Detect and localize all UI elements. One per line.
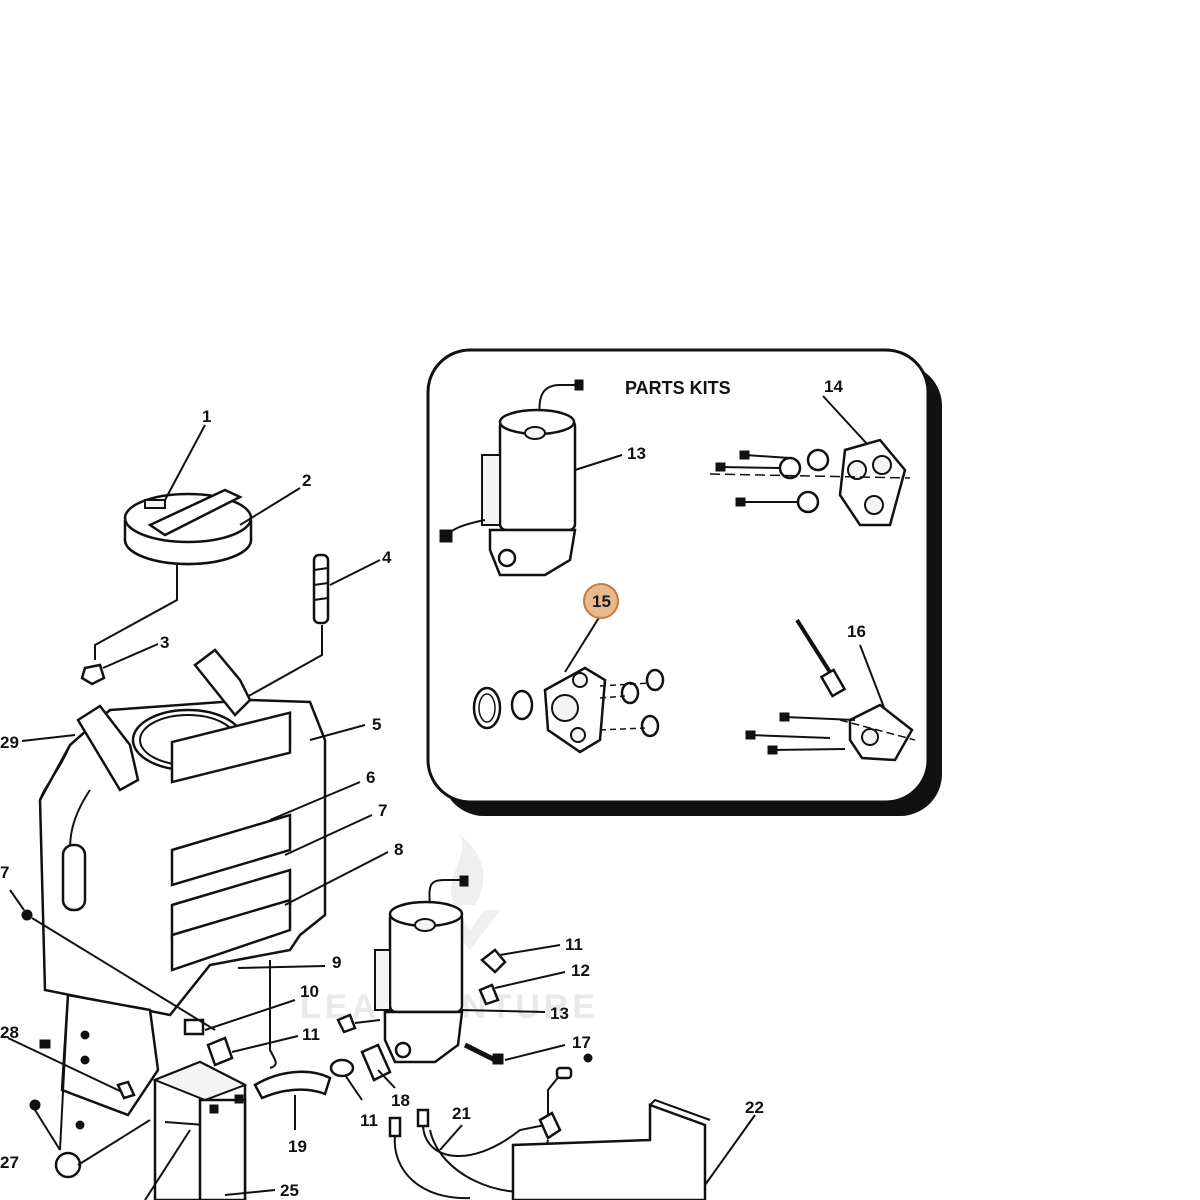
battery-box: 25 xyxy=(144,1060,299,1200)
callout-18: 18 xyxy=(391,1091,410,1110)
outlet-fittings: 11 12 xyxy=(478,935,590,1006)
inlet-strainer: 18 11 xyxy=(329,1043,410,1130)
kit-mount-plate: 14 xyxy=(709,377,911,527)
main-pump-motor: 13 xyxy=(336,875,569,1064)
callout-19: 19 xyxy=(288,1137,307,1156)
callout-13-main: 13 xyxy=(550,1004,569,1023)
fittings-under-tank: 9 10 11 19 xyxy=(183,953,341,1156)
callout-17: 17 xyxy=(572,1033,591,1052)
callout-11-a: 11 xyxy=(302,1025,320,1044)
callout-7-left: 7 xyxy=(0,863,9,882)
callout-28: 28 xyxy=(0,1023,19,1042)
callout-11-b: 11 xyxy=(565,935,583,954)
callout-16: 16 xyxy=(847,622,866,641)
tank-lid: 1 2 xyxy=(94,407,311,660)
bracket-22: 22 xyxy=(511,1098,764,1200)
callout-12: 12 xyxy=(571,961,590,980)
kit-pump-head: 15 xyxy=(472,583,665,754)
callout-29: 29 xyxy=(0,733,19,752)
callout-9: 9 xyxy=(332,953,341,972)
callout-8: 8 xyxy=(394,840,403,859)
callout-10: 10 xyxy=(300,982,319,1001)
part-nut-3: 3 xyxy=(80,633,169,686)
callout-14: 14 xyxy=(824,377,843,396)
callout-21: 21 xyxy=(452,1104,471,1123)
callout-4: 4 xyxy=(382,548,392,567)
callout-25: 25 xyxy=(280,1181,299,1200)
water-tank: 5 6 7 8 29 xyxy=(0,648,403,1017)
callout-15: 15 xyxy=(592,592,611,611)
callout-3: 3 xyxy=(160,633,169,652)
callout-1: 1 xyxy=(202,407,211,426)
callout-5: 5 xyxy=(372,715,381,734)
callout-6: 6 xyxy=(366,768,375,787)
callout-2: 2 xyxy=(302,471,311,490)
parts-kits-panel: PARTS KITS 13 14 xyxy=(426,348,942,816)
kit-pump-motor: 13 xyxy=(439,379,646,577)
callout-7: 7 xyxy=(378,801,387,820)
mount-bolt-17: 17 xyxy=(463,1033,593,1065)
highlight-marker-15[interactable] xyxy=(583,583,619,619)
parts-kits-title: PARTS KITS xyxy=(625,378,731,398)
kit-switch-assembly: 16 xyxy=(745,618,916,762)
callout-27: 27 xyxy=(0,1153,19,1172)
callout-11-c: 11 xyxy=(360,1111,378,1130)
cart-frame: 28 27 7 xyxy=(0,863,216,1179)
callout-22: 22 xyxy=(745,1098,764,1117)
callout-13-kit: 13 xyxy=(627,444,646,463)
